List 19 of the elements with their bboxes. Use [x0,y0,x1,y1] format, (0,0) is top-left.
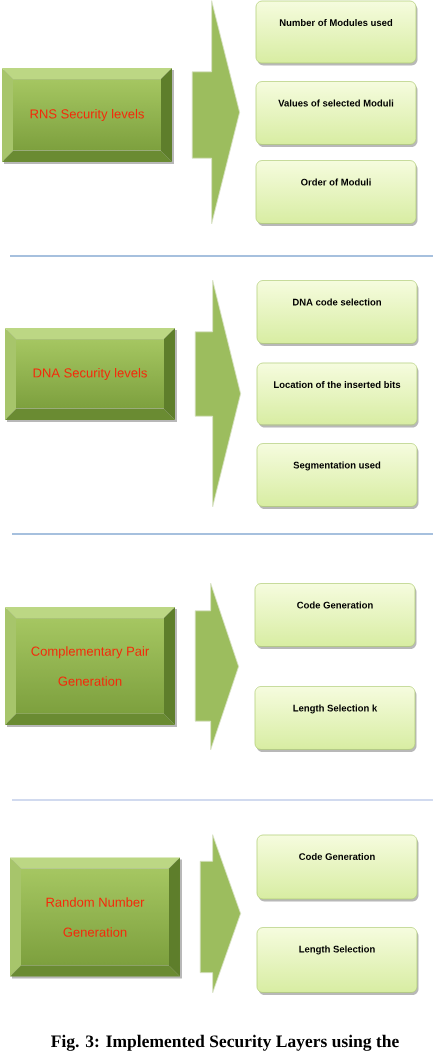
caption: Fig. 3: Implemented Security Layers using the [51,1034,399,1051]
rounded-box: Code Generation [256,834,419,902]
block-arrow [194,279,242,508]
rounded-box: Length Selection k [254,686,417,752]
bevelled-box: Complementary Pair Generation [5,607,177,727]
rounded-box: Order of Moduli [255,160,418,226]
bevelled-box: Random Number Generation [10,857,182,979]
rounded-box: Location of the inserted bits [256,362,419,428]
rounded-box: Length Selection [256,927,419,995]
block-arrow [199,834,242,994]
rounded-box: Number of Modules used [255,0,418,66]
block-arrow [194,582,240,751]
rounded-box: DNA code selection [256,280,419,346]
rounded-box: Code Generation [254,583,417,649]
block-arrow [191,0,241,225]
rounded-box: Values of selected Moduli [255,81,418,147]
rounded-box: Segmentation used [256,443,419,509]
bevelled-box: DNA Security levels [5,328,177,422]
bevelled-box: RNS Security levels [2,68,174,164]
